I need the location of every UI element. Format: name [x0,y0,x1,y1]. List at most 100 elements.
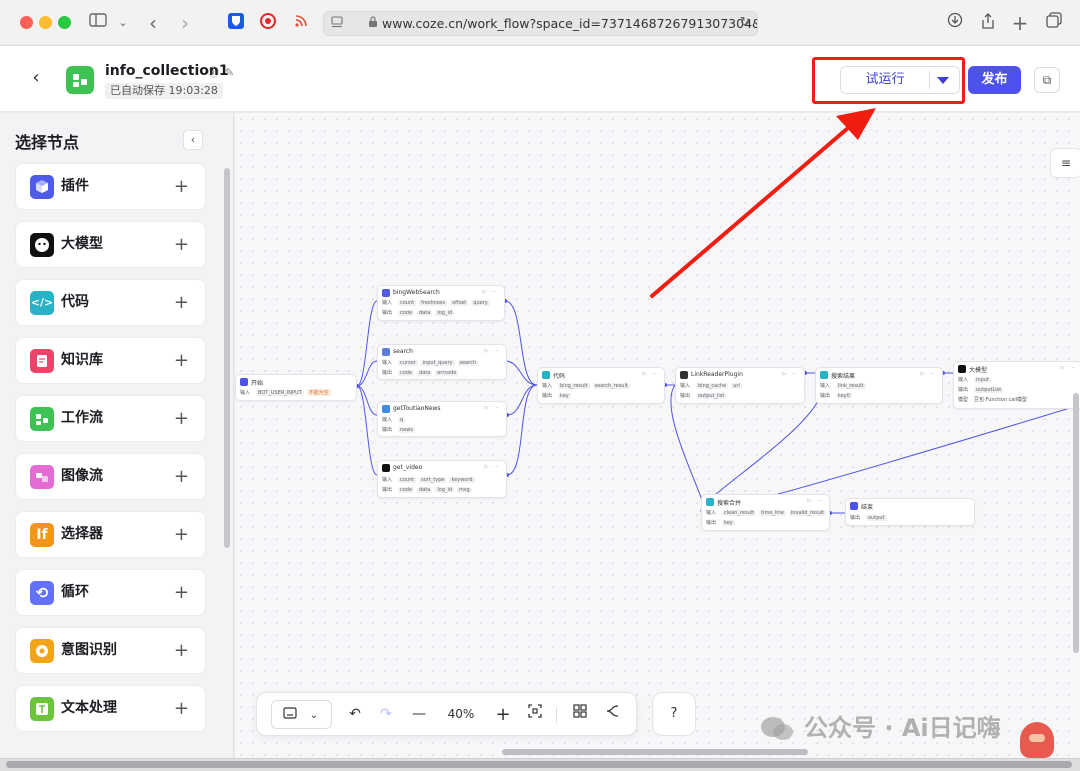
sidebar-item-intent[interactable]: 意图识别 + [15,627,206,674]
node-panel-toggle-icon[interactable]: ≡ [1050,148,1080,178]
duplicate-icon[interactable]: ⧉ [1034,67,1060,93]
selector-if-icon: If [30,523,54,547]
edit-icon[interactable]: ✎ [225,66,241,79]
publish-button[interactable]: 发布 [968,66,1021,94]
node-controls[interactable]: ▷ ⋯ [484,348,501,354]
zoom-level[interactable]: 40% [447,707,475,721]
zoom-out-icon[interactable]: — [412,706,426,722]
address-bar[interactable]: www.coze.cn/work_flow?space_id=737146872… [323,11,758,36]
tab-overview-icon[interactable] [1044,12,1064,34]
minimize-window-button[interactable] [39,16,52,29]
back-button[interactable]: ‹ [32,67,40,88]
reload-icon[interactable]: ↻ [739,15,751,30]
node-model-row: 模型豆包·Function call模型 [958,396,1027,403]
new-tab-icon[interactable]: + [1011,11,1029,35]
collapse-sidebar-button[interactable]: ‹ [183,130,203,150]
add-node-icon[interactable]: + [173,466,189,487]
add-node-icon[interactable]: + [173,582,189,603]
downloads-icon[interactable] [945,12,965,34]
rss-icon[interactable] [292,12,310,34]
caret-down-icon[interactable] [937,77,949,84]
output-label: 输出 [382,310,393,316]
bitwarden-icon[interactable] [226,12,246,34]
test-run-divider [929,71,930,89]
interaction-mode-selector[interactable]: ⌄ [271,700,332,729]
sidebar-item-text-processing[interactable]: 文本处理 + [15,685,206,732]
node-controls[interactable]: ▷ ⋯ [482,289,499,295]
param-tag: data [417,370,433,376]
node-controls[interactable]: ▷ ⋯ [920,371,937,377]
sidebar-item-selector[interactable]: If 选择器 + [15,511,206,558]
canvas-horizontal-scrollbar[interactable] [502,749,808,755]
wechat-icon [760,715,794,743]
browser-back-icon[interactable]: ‹ [149,11,157,35]
intent-recognition-icon [30,639,54,663]
input-label: 输入 [820,383,831,389]
start-node-icon [240,378,248,386]
sidebar-toggle-icon[interactable] [88,12,108,34]
autosave-status: 已自动保存 19:03:28 [105,83,223,99]
sidebar-item-code[interactable]: </> 代码 + [15,279,206,326]
reader-mode-icon[interactable] [330,12,344,34]
undo-icon[interactable]: ↶ [349,706,361,722]
node-controls[interactable]: ▷ ⋯ [642,371,659,377]
add-node-icon[interactable]: + [173,176,189,197]
zoom-window-button[interactable] [58,16,71,29]
add-node-icon[interactable]: + [173,408,189,429]
browser-forward-icon[interactable]: › [181,11,189,35]
connection-style-icon[interactable] [601,700,623,729]
sidebar-item-plugin[interactable]: 插件 + [15,163,206,210]
node-controls[interactable]: ▷ ⋯ [782,371,799,377]
sidebar-scrollbar[interactable] [224,168,230,548]
test-run-button[interactable]: 试运行 [840,66,960,94]
info-icon[interactable]: ⓘ [208,66,225,79]
output-label: 输出 [958,387,969,393]
page-horizontal-scrollbar[interactable] [6,761,1072,768]
add-node-icon[interactable]: + [173,640,189,661]
extension-record-icon[interactable] [258,12,278,34]
node-controls[interactable]: ▷ ⋯ [807,498,824,504]
add-node-icon[interactable]: + [173,350,189,371]
node-controls[interactable]: ▷ ⋯ [484,405,501,411]
share-icon[interactable] [978,12,998,34]
add-node-icon[interactable]: + [173,698,189,719]
add-node-icon[interactable]: + [173,234,189,255]
arrow-head [836,108,876,140]
sidebar-item-workflow[interactable]: 工作流 + [15,395,206,442]
sidebar-item-llm[interactable]: 大模型 + [15,221,206,268]
node-title: getToutiaoNews [393,405,441,412]
input-label: 输入 [958,377,969,383]
add-node-icon[interactable]: + [173,292,189,313]
param-tag: bing_cache [696,383,729,389]
redo-icon[interactable]: ↷ [380,706,392,722]
sidebar-item-imageflow[interactable]: 图像流 + [15,453,206,500]
node-controls[interactable]: ▷ ⋯ [1060,365,1077,371]
close-window-button[interactable] [20,16,33,29]
auto-layout-icon[interactable] [569,700,591,729]
param-tag: time_line [759,510,786,516]
help-icon[interactable]: ? [652,692,696,736]
sidebar-item-loop[interactable]: ⟲ 循环 + [15,569,206,616]
sidebar-item-label: 知识库 [61,352,103,368]
fit-view-icon[interactable] [525,700,545,729]
sidebar-item-knowledge[interactable]: 知识库 + [15,337,206,384]
node-controls[interactable]: ▷ ⋯ [484,464,501,470]
zoom-in-icon[interactable]: + [495,704,511,725]
chevron-down-icon[interactable]: ⌄ [118,16,128,29]
add-node-icon[interactable]: + [173,524,189,545]
canvas-vertical-scrollbar[interactable] [1073,393,1079,653]
